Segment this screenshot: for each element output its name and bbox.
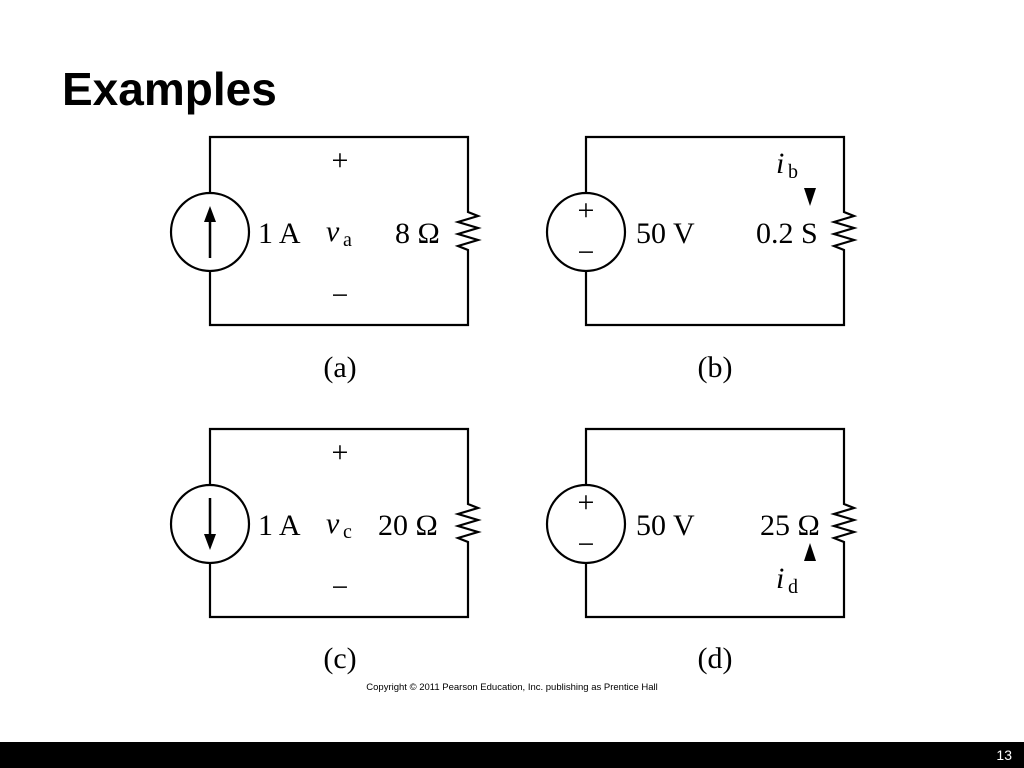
circuit-a-minus: − [332, 279, 349, 312]
circuit-b-source-label: 50 V [636, 217, 695, 250]
circuit-a-resistor-label: 8 Ω [395, 217, 440, 250]
circuit-d-resistor-label: 25 Ω [760, 509, 820, 542]
circuit-c-resistor-label: 20 Ω [378, 509, 438, 542]
arrow-up-icon [204, 206, 216, 258]
voltage-source-d [545, 483, 627, 565]
circuit-b-wire [584, 135, 846, 327]
circuit-c-voltage-symbol: v [326, 507, 340, 540]
arrow-down-icon [204, 498, 216, 550]
circuit-b-caption: (b) [698, 351, 733, 384]
circuit-b-current-subscript: b [788, 161, 798, 183]
circuit-c-source-label: 1 A [258, 509, 301, 542]
circuit-d-current-symbol: i [776, 562, 784, 595]
circuit-d-caption: (d) [698, 642, 733, 675]
circuit-b-resistor-label: 0.2 S [756, 217, 818, 250]
circuit-a-plus: + [332, 144, 349, 177]
circuit-d-wire [584, 427, 846, 619]
circuit-c-wire [208, 427, 470, 619]
circuit-d: + − 50 V 25 Ω i d (d) [545, 427, 858, 675]
voltage-source-b [545, 191, 627, 273]
circuit-b-current-symbol: i [776, 147, 784, 180]
circuit-c-voltage-subscript: c [343, 521, 352, 543]
circuit-a: + 1 A v a 8 Ω − (a) [169, 135, 482, 384]
circuit-b-source-plus: + [578, 194, 595, 227]
circuit-d-current-subscript: d [788, 576, 798, 598]
footer-bar: 13 [0, 742, 1024, 768]
resistor-b [830, 208, 858, 257]
circuit-a-voltage-subscript: a [343, 229, 352, 251]
circuit-a-source-label: 1 A [258, 217, 301, 250]
slide-title: Examples [62, 63, 277, 115]
circuit-d-source-label: 50 V [636, 509, 695, 542]
circuit-a-voltage-symbol: v [326, 215, 340, 248]
arrow-down-icon [804, 188, 816, 206]
copyright-notice: Copyright © 2011 Pearson Education, Inc.… [366, 682, 658, 693]
circuit-b: + − 50 V 0.2 S i b (b) [545, 135, 858, 384]
circuit-c-plus: + [332, 436, 349, 469]
circuit-figure: + 1 A v a 8 Ω − (a) + − 50 V 0.2 S i b (… [169, 135, 858, 675]
circuit-a-wire [208, 135, 470, 327]
circuit-d-source-plus: + [578, 486, 595, 519]
current-source-c [169, 483, 251, 565]
circuit-c-minus: − [332, 571, 349, 604]
circuit-a-caption: (a) [323, 351, 356, 384]
arrow-up-icon [804, 543, 816, 561]
resistor-d [830, 500, 858, 549]
page-number: 13 [996, 747, 1012, 763]
circuit-d-source-minus: − [578, 528, 595, 561]
circuit-c-caption: (c) [323, 642, 356, 675]
current-source-a [169, 191, 251, 273]
circuit-c: + 1 A v c 20 Ω − (c) [169, 427, 482, 675]
resistor-a [454, 208, 482, 257]
circuit-b-source-minus: − [578, 236, 595, 269]
resistor-c [454, 500, 482, 549]
